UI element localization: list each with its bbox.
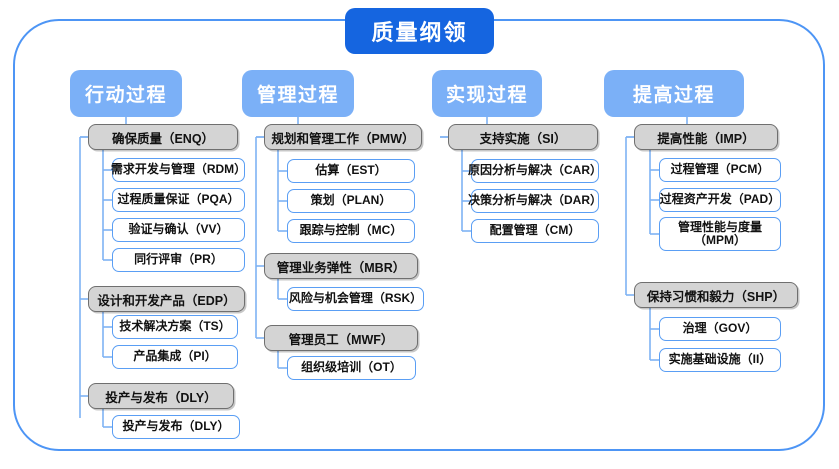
leaf-box-vv[interactable]: 验证与确认（VV） xyxy=(112,218,245,242)
leaf-box-mpm[interactable]: 管理性能与度量（MPM） xyxy=(659,217,781,251)
leaf-box-cm[interactable]: 配置管理（CM） xyxy=(471,219,599,243)
leaf-box-pcm[interactable]: 过程管理（PCM） xyxy=(659,158,781,182)
leaf-box-car[interactable]: 原因分析与解决（CAR） xyxy=(468,159,602,183)
root-title: 质量纲领 xyxy=(345,8,494,54)
group-box-mwf[interactable]: 管理员工（MWF） xyxy=(264,325,418,351)
group-box-enq[interactable]: 确保质量（ENQ） xyxy=(88,124,238,150)
column-header-realization[interactable]: 实现过程 xyxy=(432,70,542,117)
column-header-management[interactable]: 管理过程 xyxy=(242,70,354,117)
leaf-box-dly-child[interactable]: 投产与发布（DLY） xyxy=(112,415,240,439)
group-box-pmw[interactable]: 规划和管理工作（PMW） xyxy=(264,124,422,150)
column-header-action[interactable]: 行动过程 xyxy=(70,70,182,117)
column-header-improvement[interactable]: 提高过程 xyxy=(604,70,744,117)
leaf-box-pad[interactable]: 过程资产开发（PAD） xyxy=(659,188,781,212)
leaf-box-pr[interactable]: 同行评审（PR） xyxy=(112,248,245,272)
leaf-box-ts[interactable]: 技术解决方案（TS） xyxy=(112,315,238,339)
leaf-box-ii[interactable]: 实施基础设施（II） xyxy=(659,348,781,372)
leaf-box-pqa[interactable]: 过程质量保证（PQA） xyxy=(112,188,245,212)
leaf-box-mc[interactable]: 跟踪与控制（MC） xyxy=(287,219,415,243)
group-box-si[interactable]: 支持实施（SI） xyxy=(448,124,598,150)
group-box-edp[interactable]: 设计和开发产品（EDP） xyxy=(88,286,245,312)
leaf-box-dar[interactable]: 决策分析与解决（DAR） xyxy=(468,189,602,213)
leaf-box-rsk[interactable]: 风险与机会管理（RSK） xyxy=(287,287,424,311)
group-box-dly[interactable]: 投产与发布（DLY） xyxy=(88,383,234,409)
leaf-box-plan[interactable]: 策划（PLAN） xyxy=(287,189,415,213)
group-box-shp[interactable]: 保持习惯和毅力（SHP） xyxy=(634,282,798,308)
group-box-mbr[interactable]: 管理业务弹性（MBR） xyxy=(264,253,418,279)
leaf-box-est[interactable]: 估算（EST） xyxy=(287,159,415,183)
group-box-imp[interactable]: 提高性能（IMP） xyxy=(634,124,778,150)
leaf-box-ot[interactable]: 组织级培训（OT） xyxy=(287,356,416,380)
leaf-box-pi[interactable]: 产品集成（PI） xyxy=(112,345,238,369)
leaf-box-gov[interactable]: 治理（GOV） xyxy=(659,317,781,341)
leaf-box-rdm[interactable]: 需求开发与管理（RDM） xyxy=(111,158,246,182)
